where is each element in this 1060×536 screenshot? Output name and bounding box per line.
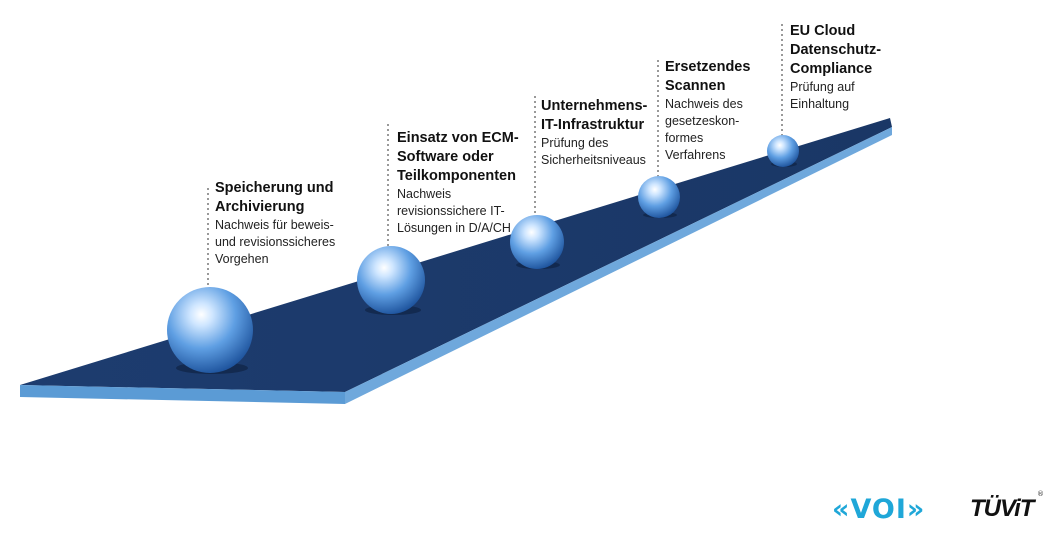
step-title: Unternehmens- IT-Infrastruktur bbox=[541, 98, 648, 133]
step-title: Speicherung und Archivierung bbox=[215, 180, 334, 215]
step-it-infrastruktur: Unternehmens- IT-Infrastruktur Prüfung d… bbox=[541, 97, 647, 169]
sphere-2 bbox=[357, 246, 425, 314]
step-description: Nachweis für beweis- und revisionssicher… bbox=[215, 218, 336, 266]
step-ersetzendes-scannen: Ersetzendes Scannen Nachweis des gesetze… bbox=[665, 58, 750, 164]
step-title: Einsatz von ECM- Software oder Teilkompo… bbox=[397, 130, 519, 184]
sphere-5 bbox=[767, 135, 799, 167]
voi-logo: «VOI» bbox=[832, 494, 926, 525]
tuvit-logo: TÜViT bbox=[970, 495, 1034, 522]
tuvit-registered-mark: ® bbox=[1037, 490, 1044, 498]
step-description: Prüfung auf Einhaltung bbox=[790, 80, 855, 111]
step-title: Ersetzendes Scannen bbox=[665, 59, 751, 94]
sphere-1 bbox=[167, 287, 253, 373]
sphere-4 bbox=[638, 176, 680, 218]
step-ecm-software: Einsatz von ECM- Software oder Teilkompo… bbox=[397, 129, 519, 237]
step-description: Nachweis des gesetzeskon- formes Verfahr… bbox=[665, 97, 743, 162]
step-eu-cloud: EU Cloud Datenschutz- Compliance Prüfung… bbox=[790, 22, 881, 113]
step-speicherung: Speicherung und Archivierung Nachweis fü… bbox=[215, 179, 335, 268]
sphere-3 bbox=[510, 215, 564, 269]
step-title: EU Cloud Datenschutz- Compliance bbox=[790, 23, 882, 77]
ramp-edge bbox=[20, 385, 345, 404]
step-description: Nachweis revisionssichere IT- Lösungen i… bbox=[397, 187, 511, 235]
ramp-side bbox=[345, 127, 892, 404]
step-description: Prüfung des Sicherheitsniveaus bbox=[541, 136, 646, 167]
